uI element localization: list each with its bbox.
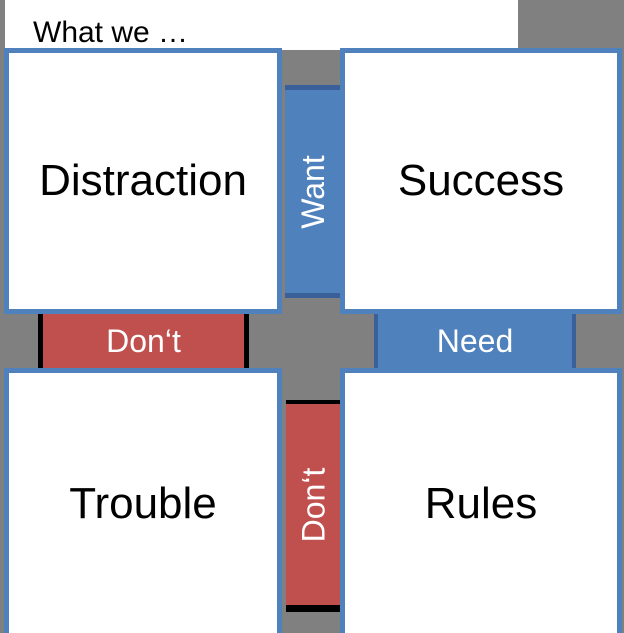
axis-bar-dont-vertical[interactable]: Don‘t	[286, 400, 340, 612]
page-title: What we …	[33, 16, 189, 49]
title-band: What we …	[5, 0, 518, 50]
quadrant-trouble-label: Trouble	[69, 479, 217, 528]
quadrant-success[interactable]: Success	[340, 48, 622, 314]
quadrant-rules[interactable]: Rules	[340, 368, 622, 633]
axis-bar-dont-horizontal[interactable]: Don‘t	[38, 314, 249, 368]
quadrant-success-label: Success	[397, 156, 565, 205]
quadrant-trouble[interactable]: Trouble	[4, 368, 282, 633]
center-cross-horizontal	[249, 314, 374, 368]
axis-bar-want-label: Want	[294, 154, 331, 229]
axis-bar-need-label: Need	[436, 323, 514, 359]
quadrant-rules-label: Rules	[424, 479, 538, 528]
axis-bar-need[interactable]: Need	[374, 314, 576, 368]
axis-bar-dont-vertical-label: Don‘t	[295, 467, 332, 542]
quadrant-distraction[interactable]: Distraction	[4, 48, 282, 314]
axis-bar-want[interactable]: Want	[285, 85, 340, 298]
quadrant-distraction-label: Distraction	[39, 156, 247, 205]
axis-bar-dont-horizontal-label: Don‘t	[106, 323, 181, 359]
